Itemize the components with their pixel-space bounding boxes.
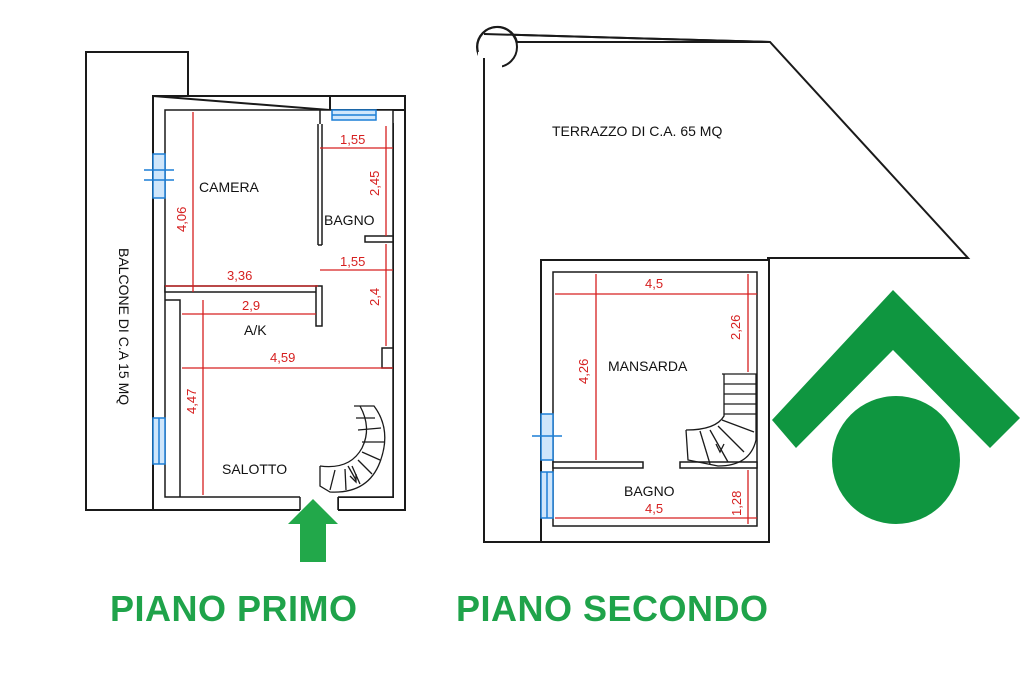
room-label-camera: CAMERA bbox=[199, 179, 260, 195]
window bbox=[144, 153, 174, 199]
window bbox=[540, 471, 554, 519]
window bbox=[532, 413, 562, 461]
spiral-staircase bbox=[319, 405, 386, 493]
dimension-label: 3,36 bbox=[227, 268, 252, 283]
bagno-partition bbox=[552, 461, 644, 469]
room-label-bagno-2: BAGNO bbox=[624, 483, 675, 499]
second-floor-plan: TERRAZZO DI C.A. 65 MQ MANSARDA BAGNO 4,… bbox=[476, 25, 971, 543]
mansarda-inner-wall bbox=[552, 271, 758, 527]
bagno-partition bbox=[679, 461, 758, 469]
dimension-lines bbox=[555, 274, 757, 524]
room-label-bagno: BAGNO bbox=[324, 212, 375, 228]
ak-divider bbox=[315, 285, 323, 327]
first-floor-plan: CAMERA BAGNO A/K SALOTTO BALCONE DI C.A … bbox=[85, 51, 406, 562]
dimension-label: 4,06 bbox=[174, 207, 189, 232]
room-label-salotto: SALOTTO bbox=[222, 461, 287, 477]
dimension-label: 2,45 bbox=[367, 171, 382, 196]
agency-logo-icon bbox=[772, 290, 1020, 524]
bagno-bottom-wall bbox=[364, 235, 394, 243]
room-label-mansarda: MANSARDA bbox=[608, 358, 688, 374]
dimension-label: 4,59 bbox=[270, 350, 295, 365]
room-label-terrazzo: TERRAZZO DI C.A. 65 MQ bbox=[552, 123, 722, 139]
dimension-label: 2,9 bbox=[242, 298, 260, 313]
room-label-ak: A/K bbox=[244, 322, 267, 338]
dimension-label: 1,55 bbox=[340, 132, 365, 147]
floor-title-secondo: PIANO SECONDO bbox=[456, 588, 769, 629]
window bbox=[331, 109, 377, 121]
dimension-label: 4,5 bbox=[645, 276, 663, 291]
dimension-label: 1,55 bbox=[340, 254, 365, 269]
dimension-label: 1,28 bbox=[729, 491, 744, 516]
column bbox=[381, 347, 394, 369]
dimension-label: 2,4 bbox=[367, 288, 382, 306]
room-label-balcone: BALCONE DI C.A 15 MQ bbox=[116, 248, 132, 405]
dimension-label: 4,47 bbox=[184, 389, 199, 414]
floor-title-primo: PIANO PRIMO bbox=[110, 588, 358, 629]
dimension-label: 4,26 bbox=[576, 359, 591, 384]
spiral-staircase bbox=[685, 373, 757, 467]
dimension-label: 4,5 bbox=[645, 501, 663, 516]
entrance-arrow-icon bbox=[288, 499, 338, 562]
first-floor-shell bbox=[152, 95, 406, 511]
camera-bottom-wall bbox=[164, 285, 318, 293]
dimension-lines bbox=[165, 112, 393, 495]
first-floor-inner bbox=[164, 109, 394, 498]
dimension-label: 2,26 bbox=[728, 315, 743, 340]
window bbox=[152, 417, 166, 465]
